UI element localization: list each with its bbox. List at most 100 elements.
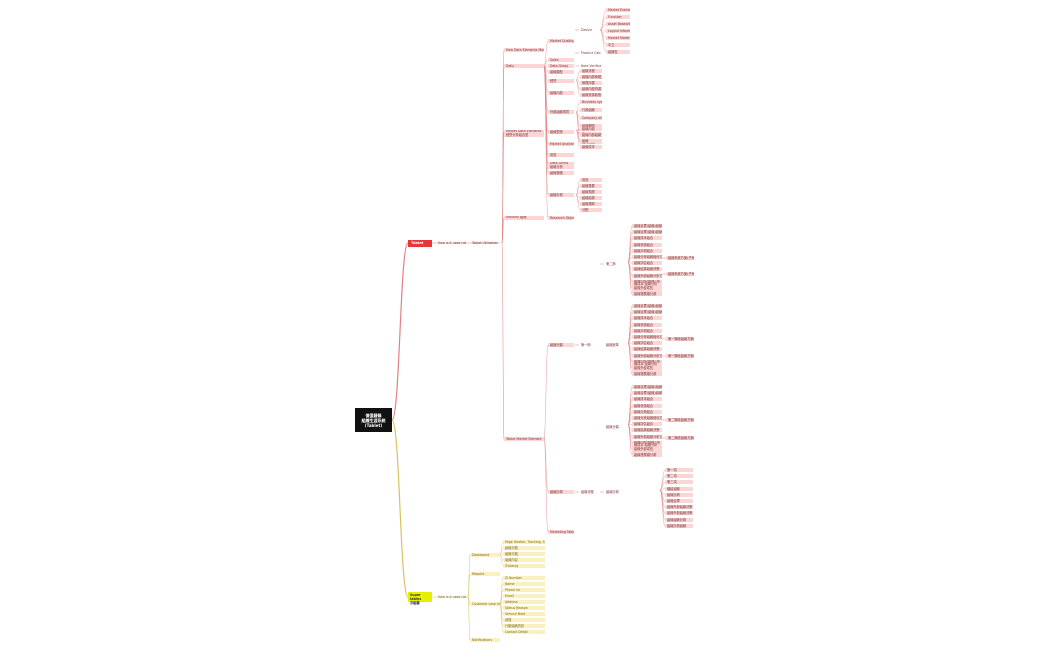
- node-t7[interactable]: Data Group: [548, 64, 574, 68]
- leaf-h-4[interactable]: 組織計劃組合: [632, 409, 662, 414]
- leaf-c-1[interactable]: 行政組織: [580, 108, 602, 112]
- tier1-t32[interactable]: Tablet Market Element: [504, 437, 544, 441]
- leaf-f-5[interactable]: 組織分析組織變化方案: [632, 255, 662, 259]
- side-3[interactable]: 第一階段組織方案組織方案: [666, 354, 694, 358]
- node-t31[interactable]: 組織計劃: [606, 490, 619, 494]
- tier1-t3[interactable]: Daily: [504, 64, 544, 68]
- node-t27[interactable]: 組織計劃: [548, 490, 574, 494]
- super-group-0[interactable]: Dashboard: [470, 553, 500, 557]
- node-t2[interactable]: Market Quality/Adoption: [548, 39, 574, 43]
- leaf-a-2[interactable]: Asset Based/Information: [606, 22, 630, 26]
- leaf-h-0[interactable]: 組織目標(組織)組織目標組合一: [632, 385, 662, 389]
- leaf-a-0[interactable]: Market Evaluation: [606, 8, 630, 12]
- leaf-b-3[interactable]: 組織內部資源: [580, 87, 602, 91]
- root-node[interactable]: 價值鏈條 組織生涯系統 (Tablet): [355, 408, 392, 432]
- case-item-2[interactable]: Phone no: [503, 588, 545, 592]
- leaf-g-0[interactable]: 組織目標(組織)組織目標組合一: [632, 304, 662, 308]
- leaf-f-8[interactable]: 組織外部組織分析方案: [632, 273, 662, 278]
- tablet-branch[interactable]: Tablet: [408, 240, 432, 247]
- leaf-g-4[interactable]: 組織計劃組合: [632, 328, 662, 333]
- tablet-utilization-label[interactable]: Tablet Utilization: [472, 241, 498, 245]
- leaf-h-6[interactable]: 組織評估組合: [632, 422, 662, 427]
- node-t5[interactable]: Sales: [548, 58, 574, 62]
- leaf-e-0[interactable]: 成長: [580, 178, 602, 182]
- node-t21[interactable]: Data Limits 組織分析: [548, 162, 574, 169]
- node-t25[interactable]: Research Objectives: [548, 216, 574, 220]
- side-1[interactable]: 組織系統方案(子系統)組織方案: [666, 272, 694, 276]
- leaf-i-5[interactable]: 組織目標: [665, 499, 693, 503]
- node-t9[interactable]: 組織類型: [548, 70, 574, 74]
- leaf-d-1[interactable]: 組織內部組織: [580, 133, 602, 137]
- leaf-e-2[interactable]: 組織預測: [580, 190, 602, 194]
- leaf-i-4[interactable]: 組織計劃: [665, 492, 693, 497]
- tablet-usage-label[interactable]: How is it used (data): [438, 241, 466, 245]
- leaf-i-3[interactable]: 總結組織: [665, 486, 693, 491]
- case-item-1[interactable]: Name: [503, 582, 545, 586]
- tier1-t24[interactable]: Industry 組織: [504, 216, 544, 220]
- leaf-h-8[interactable]: 組織外部組織分析方案: [632, 434, 662, 439]
- node-t29[interactable]: 第二節: [606, 262, 616, 266]
- leaf-b-4[interactable]: 組織資源狀態: [580, 93, 602, 97]
- case-item-7[interactable]: 狀態: [503, 618, 545, 622]
- leaf-h-2[interactable]: 組織成本組合: [632, 397, 662, 402]
- case-item-9[interactable]: Contact Detail: [503, 630, 545, 634]
- leaf-c-0[interactable]: Business system: [580, 100, 602, 104]
- leaf-f-0[interactable]: 組織目標(組織)組織目標組合一: [632, 224, 662, 228]
- leaf-f-11[interactable]: 組織發展總計劃: [632, 292, 662, 297]
- super-group-2[interactable]: Customer case management: [470, 602, 500, 606]
- leaf-a-1[interactable]: Function: [606, 15, 630, 19]
- leaf-a-5[interactable]: 中立: [606, 43, 630, 47]
- leaf-g-11[interactable]: 組織發展總計劃: [632, 372, 662, 377]
- dash-item-4[interactable]: Tracking: [503, 564, 545, 568]
- leaf-i-6[interactable]: 組織外部組織決策: [665, 505, 693, 510]
- side-0[interactable]: 組織系統方案(子系統)組織方案: [666, 256, 694, 260]
- leaf-i-1[interactable]: 第二項: [665, 474, 693, 479]
- leaf-g-8[interactable]: 組織外部組織分析方案: [632, 353, 662, 358]
- leaf-f-10[interactable]: 組織外部成長: [632, 286, 662, 290]
- node-t22[interactable]: 組織基礎: [548, 171, 574, 175]
- leaf-h-1[interactable]: 組織目標(組織)組織目標組合二: [632, 391, 662, 396]
- super-group-3[interactable]: Notifications: [470, 638, 500, 642]
- leaf-f-1[interactable]: 組織目標(組織)組織目標組合二: [632, 230, 662, 235]
- leaf-g-5[interactable]: 組織分析組織變化方案: [632, 335, 662, 339]
- leaf-e-5[interactable]: 分配: [580, 208, 602, 212]
- case-item-8[interactable]: 行動組織資訊: [503, 624, 545, 628]
- leaf-b-2[interactable]: 管理評價: [580, 81, 602, 85]
- node-t17[interactable]: Market Analysis: [548, 142, 574, 146]
- leaf-h-11[interactable]: 組織發展總計劃: [632, 453, 662, 458]
- leaf-f-7[interactable]: 組織結構組織決策: [632, 267, 662, 272]
- side-5[interactable]: 第二階段組織方案組織方案: [666, 436, 694, 440]
- node-t26[interactable]: 組織分類: [548, 343, 574, 347]
- leaf-f-3[interactable]: 組織資源組合: [632, 242, 662, 247]
- leaf-a-3[interactable]: Layout Information/Data: [606, 29, 630, 33]
- node-t16[interactable]: 組織型態: [548, 130, 574, 134]
- leaf-a-4[interactable]: Market Model: [606, 36, 630, 40]
- leaf-c-2[interactable]: Company all data: [580, 116, 602, 120]
- leaf-e-4[interactable]: 組織規劃: [580, 202, 602, 206]
- leaf-e-1[interactable]: 組織發展: [580, 184, 602, 188]
- leaf-h-10[interactable]: 組織外部成長: [632, 447, 662, 451]
- case-item-3[interactable]: Email: [503, 594, 545, 598]
- side-4[interactable]: 第二階段組織方案組織方案: [666, 418, 694, 422]
- leaf-i-2[interactable]: 第三項: [665, 480, 693, 485]
- tier1-t15[interactable]: Market Data Elements 經營分析組合型: [504, 130, 544, 137]
- node-t12[interactable]: 外部組織環境: [548, 110, 574, 114]
- case-item-6[interactable]: Service Note: [503, 612, 545, 616]
- super-group-1[interactable]: Reports: [470, 572, 500, 576]
- leaf-c-3[interactable]: 組織範圍: [580, 124, 602, 128]
- leaf-g-10[interactable]: 組織外部成長: [632, 366, 662, 370]
- leaf-g-7[interactable]: 組織結構組織決策: [632, 347, 662, 352]
- leaf-b-1[interactable]: 組織內部管理方案: [580, 75, 602, 79]
- case-item-5[interactable]: Status Reason: [503, 606, 545, 610]
- node-t6[interactable]: Device: [581, 28, 592, 32]
- leaf-f-4[interactable]: 組織計劃組合: [632, 248, 662, 253]
- node-t33[interactable]: Marketing Tablet: [548, 530, 574, 534]
- leaf-i-0[interactable]: 第一項: [665, 468, 693, 472]
- node-t19[interactable]: 成長: [548, 153, 574, 157]
- leaf-f-2[interactable]: 組織成本組合: [632, 236, 662, 241]
- dash-item-1[interactable]: 組織分類: [503, 546, 545, 550]
- side-2[interactable]: 第一階段組織方案組織方案: [666, 337, 694, 341]
- dash-item-3[interactable]: 組織內容: [503, 558, 545, 562]
- node-t30[interactable]: 組織流程: [581, 490, 594, 494]
- leaf-a-6[interactable]: 組織性: [606, 50, 630, 54]
